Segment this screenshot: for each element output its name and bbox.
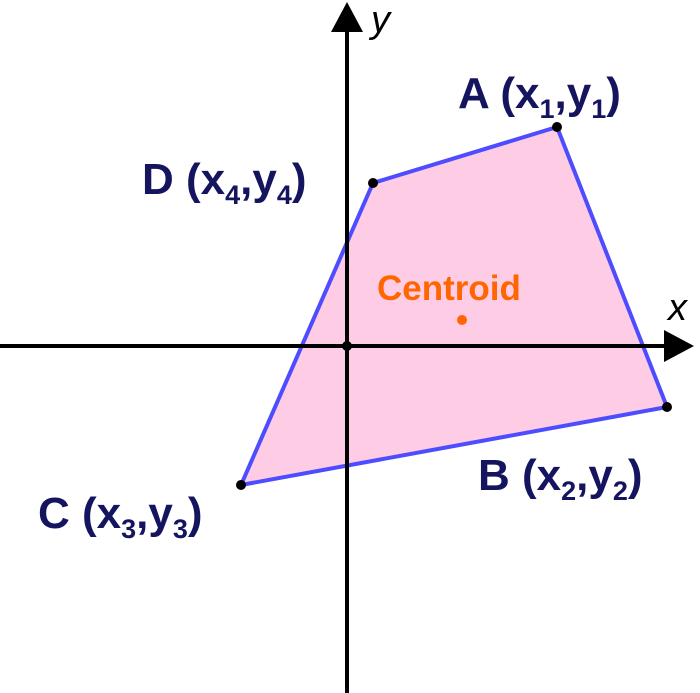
vertex-d-label: D (x4,y4) — [142, 155, 307, 210]
vertex-c-point — [236, 480, 246, 490]
centroid-point — [457, 315, 467, 325]
y-axis-label: y — [368, 0, 392, 41]
origin-point — [342, 341, 352, 351]
vertex-a-point — [552, 122, 562, 132]
y-axis-arrow — [331, 2, 363, 32]
vertex-b-label: B (x2,y2) — [478, 451, 643, 506]
vertex-a-label: A (x1,y1) — [458, 69, 621, 124]
centroid-label: Centroid — [377, 269, 521, 308]
vertex-d-point — [368, 178, 378, 188]
x-axis-arrow — [664, 330, 694, 362]
vertex-c-label: C (x3,y3) — [38, 489, 203, 544]
vertex-b-point — [662, 402, 672, 412]
x-axis-label: x — [666, 287, 689, 329]
